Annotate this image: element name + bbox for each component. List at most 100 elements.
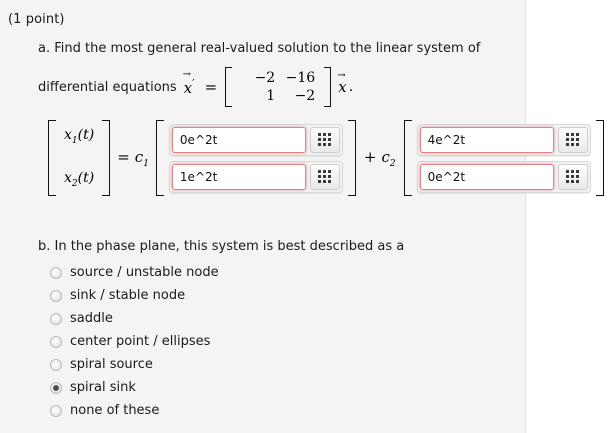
radio-icon[interactable] — [50, 358, 62, 371]
matrix-rows: −2 −16 1 −2 — [234, 67, 322, 107]
radio-icon[interactable] — [50, 289, 62, 302]
coefficient-matrix: −2 −16 1 −2 — [225, 67, 332, 107]
choice-label: none of these — [70, 403, 160, 418]
coefficient-c1-letter: c — [134, 147, 144, 166]
vector-x-letter: x — [183, 79, 193, 97]
vector-1-left-bracket — [155, 120, 164, 196]
part-b-text: In the phase plane, this system is best … — [54, 239, 405, 254]
choice-center-point-ellipses[interactable]: center point / ellipses — [50, 331, 508, 352]
choice-label: source / unstable node — [70, 265, 219, 280]
choice-label: spiral sink — [70, 380, 136, 395]
lhs-entry-1-subscript: 1 — [71, 135, 78, 146]
part-a: a. Find the most general real-valued sol… — [38, 40, 518, 107]
lhs-entry-2: x2(t) — [64, 170, 94, 189]
answer-input-group-1[interactable]: 0e^2t — [168, 123, 343, 156]
choice-label: center point / ellipses — [70, 334, 211, 349]
solution-lhs-vector: x1(t) x2(t) — [48, 120, 111, 196]
coefficient-c2-subscript: 2 — [389, 158, 396, 169]
solution-vector-1: 0e^2t 1e^2t — [155, 118, 356, 198]
radio-icon[interactable] — [50, 404, 62, 417]
part-a-period: . — [348, 79, 354, 95]
lhs-entries: x1(t) x2(t) — [58, 127, 100, 189]
matrix-cell-12: −16 — [285, 70, 316, 86]
part-b-question: b. In the phase plane, this system is be… — [38, 238, 508, 255]
vector-x-symbol-trailing: → x — [337, 71, 347, 97]
keypad-grid-icon — [318, 170, 332, 183]
keypad-button-4[interactable] — [557, 163, 588, 190]
vector-1-right-bracket — [347, 120, 356, 196]
vector-arrow-icon: → — [182, 69, 192, 80]
radio-icon-selected[interactable] — [50, 381, 62, 394]
answer-input-3[interactable]: 4e^2t — [419, 126, 554, 153]
lhs-entry-2-subscript: 2 — [71, 179, 78, 189]
vector-x-symbol: → x′ — [183, 70, 195, 98]
matrix-row-2: 1 −2 — [238, 87, 318, 105]
radio-icon[interactable] — [50, 335, 62, 348]
lhs-right-bracket — [102, 120, 111, 196]
radio-icon[interactable] — [50, 266, 62, 279]
coefficient-c2: c2 — [381, 147, 396, 169]
vector-prime: ′ — [192, 77, 195, 90]
lhs-entry-1: x1(t) — [64, 127, 94, 146]
solution-vector-2: 4e^2t 0e^2t — [403, 118, 604, 198]
solution-equals-sign: = — [117, 147, 130, 166]
radio-icon[interactable] — [50, 312, 62, 325]
choice-spiral-source[interactable]: spiral source — [50, 354, 508, 375]
solution-plus-sign: + — [363, 147, 377, 166]
keypad-grid-icon — [318, 133, 332, 146]
coefficient-c1-subscript: 1 — [143, 158, 149, 169]
part-a-label: a. — [38, 41, 51, 56]
choice-saddle[interactable]: saddle — [50, 308, 508, 329]
part-b: b. In the phase plane, this system is be… — [38, 238, 508, 423]
matrix-right-bracket — [324, 67, 332, 107]
choice-label: sink / stable node — [70, 288, 186, 303]
vector-1-fields: 0e^2t 1e^2t — [165, 123, 347, 193]
answer-input-4[interactable]: 0e^2t — [419, 163, 554, 190]
vector-2-left-bracket — [403, 120, 412, 196]
keypad-grid-icon — [566, 170, 580, 183]
part-a-text-line-2: differential equations — [38, 79, 177, 95]
answer-input-2[interactable]: 1e^2t — [171, 163, 306, 190]
part-a-question-line-1: a. Find the most general real-valued sol… — [38, 40, 518, 57]
answer-input-group-3[interactable]: 4e^2t — [416, 123, 591, 156]
vector-2-fields: 4e^2t 0e^2t — [413, 123, 595, 193]
answer-input-group-4[interactable]: 0e^2t — [416, 160, 591, 193]
choice-none-of-these[interactable]: none of these — [50, 400, 508, 421]
lhs-entry-2-letter: x — [64, 170, 72, 187]
answer-input-group-2[interactable]: 1e^2t — [168, 160, 343, 193]
part-a-question-line-2: differential equations → x′ = −2 −16 1 — [38, 67, 518, 107]
equation-equals-sign: = — [204, 78, 218, 96]
solution-equals-and-c1: =c1 — [110, 148, 156, 169]
keypad-grid-icon — [566, 133, 580, 146]
matrix-cell-11: −2 — [254, 70, 276, 86]
keypad-button-2[interactable] — [309, 163, 340, 190]
vector-arrow-icon-trailing: → — [337, 70, 346, 81]
choice-label: saddle — [70, 311, 113, 326]
points-label: (1 point) — [8, 12, 65, 27]
choice-sink-stable-node[interactable]: sink / stable node — [50, 285, 508, 306]
matrix-cell-22: −2 — [294, 88, 316, 104]
vector-x-letter-trailing: x — [338, 78, 347, 96]
answer-input-1[interactable]: 0e^2t — [171, 126, 306, 153]
coefficient-c2-letter: c — [381, 147, 390, 166]
coefficient-c1: c1 — [134, 147, 149, 169]
solution-expression: x1(t) x2(t) =c1 0e^2t — [48, 118, 604, 198]
matrix-row-1: −2 −16 — [238, 69, 318, 87]
keypad-button-3[interactable] — [557, 126, 588, 153]
lhs-left-bracket — [48, 120, 56, 196]
lhs-entry-1-arg: (t) — [77, 127, 95, 143]
matrix-left-bracket — [225, 67, 233, 107]
keypad-button-1[interactable] — [309, 126, 340, 153]
vector-2-right-bracket — [595, 120, 604, 196]
choice-source-unstable-node[interactable]: source / unstable node — [50, 262, 508, 283]
part-b-choice-list: source / unstable node sink / stable nod… — [50, 262, 508, 421]
lhs-entry-2-arg: (t) — [77, 170, 95, 187]
part-b-label: b. — [38, 239, 51, 254]
problem-panel — [0, 0, 526, 433]
matrix-cell-21: 1 — [266, 88, 276, 104]
choice-label: spiral source — [70, 357, 153, 372]
lhs-entry-1-letter: x — [64, 127, 72, 143]
choice-spiral-sink[interactable]: spiral sink — [50, 377, 508, 398]
